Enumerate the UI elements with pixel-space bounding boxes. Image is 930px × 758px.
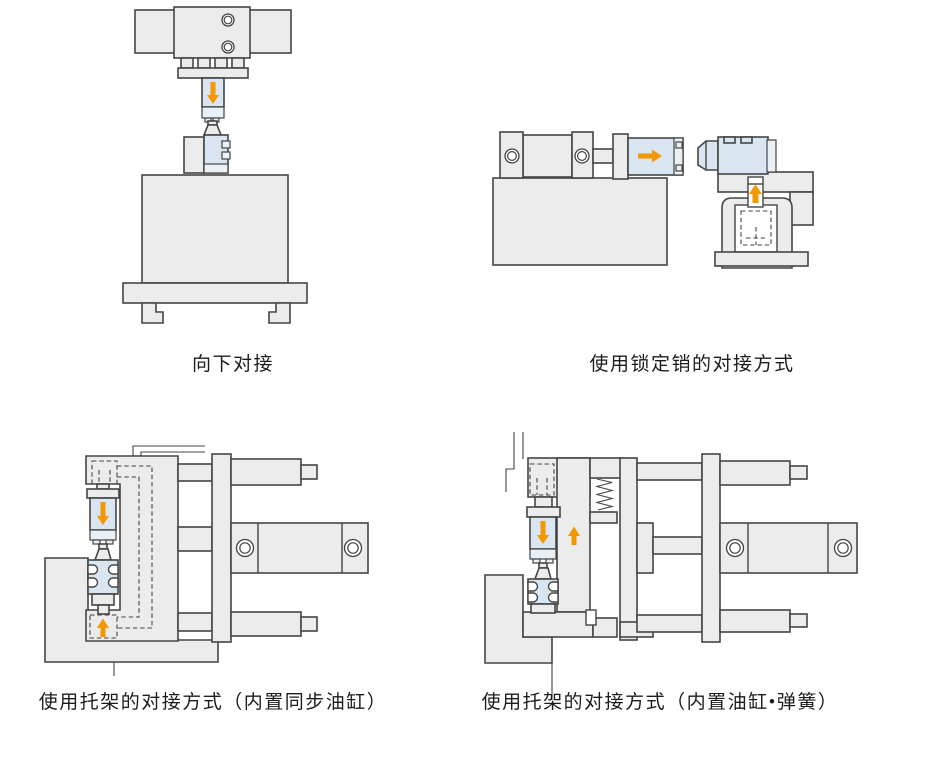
nose-cylinder-unit [697,136,777,175]
coupler-unit [87,543,119,615]
caption-downward-docking: 向下对接 [191,354,275,375]
bracket [522,457,618,638]
center-cylinder-block [719,522,858,574]
horizontal-cylinder-assembly [499,131,684,180]
locking-pin-stand [714,171,814,269]
diagram-bracket-docking-cylinder-spring [484,432,858,700]
caption-bracket-docking-cylinder-spring: 使用托架的对接方式（内置油缸•弹簧） [481,692,839,713]
diagram-downward-docking [122,6,308,324]
machine-base [122,174,308,324]
ground-block [492,177,668,266]
spring [594,478,615,511]
coupler-unit [527,562,559,614]
piston-cylinder-unit [201,77,225,123]
center-cylinder-block [230,522,369,574]
arrow-right-icon [638,149,662,163]
caption-bracket-docking-sync-cylinder: 使用托架的对接方式（内置同步油缸） [38,692,388,713]
arrow-up-icon [568,526,580,545]
bracket [85,455,179,642]
coupler-unit [183,120,231,174]
machine-frame [619,453,808,643]
piston-cylinder-unit [86,483,120,545]
caption-locking-pin-docking: 使用锁定销的对接方式 [589,354,795,375]
arrow-up-icon [97,618,109,637]
arrow-down-icon [97,502,109,525]
machine-frame [177,453,318,643]
mount-block [173,6,251,79]
spring-slot [589,457,623,524]
diagram-locking-pin-docking [492,131,814,269]
piston-cylinder-unit [526,496,561,564]
arrow-down-icon [537,521,549,544]
pipes [505,432,524,492]
arrow-down-icon [207,82,219,104]
diagram-bracket-docking-sync-cylinder [44,445,369,676]
arrow-up-icon [749,184,762,203]
